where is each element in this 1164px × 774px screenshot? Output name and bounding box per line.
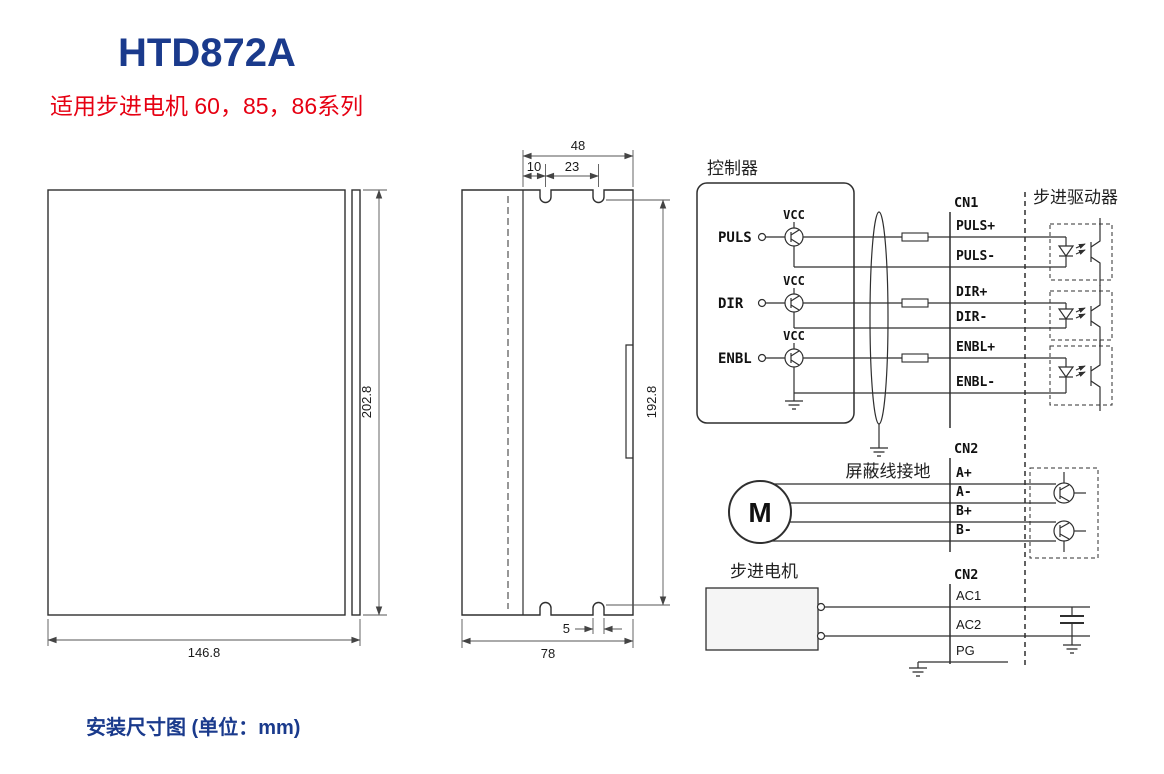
- cn1-signal-puls-plus: PULS+: [956, 219, 995, 234]
- stepper-motor-label: 步进电机: [730, 562, 798, 581]
- dir-transistor-icon: [784, 293, 804, 313]
- front-view-body: [47, 189, 346, 616]
- cn2-signal-ac2: AC2: [956, 617, 981, 632]
- page-title: HTD872A: [118, 31, 296, 75]
- cn2-signal-pg: PG: [956, 643, 975, 658]
- front-view: 202.8 146.8: [47, 189, 387, 660]
- controller-channel-enbl: ENBL VCC: [718, 329, 950, 410]
- enbl-resistor-icon: [901, 353, 929, 363]
- side-view-outline: [461, 189, 634, 616]
- front-width-dim-label: 146.8: [188, 645, 221, 660]
- page-subtitle: 适用步进电机 60，85，86系列: [50, 93, 363, 119]
- cn2-signal-b-minus: B-: [956, 523, 972, 538]
- puls-transistor-icon: [784, 227, 804, 247]
- cn2-signal-ac1: AC1: [956, 588, 981, 603]
- optocoupler-puls: [1049, 218, 1113, 286]
- side-slot-width-dim-label: 5: [563, 621, 570, 636]
- side-slot-pitch-dim-label: 23: [565, 159, 579, 174]
- dir-resistor-icon: [901, 298, 929, 308]
- puls-label: PULS: [718, 230, 752, 246]
- cn1-block: CN1 PULS+ PULS- DIR+ DIR- ENBL+ ENBL-: [949, 195, 1066, 428]
- controller-ground-icon: [784, 400, 804, 410]
- phase-transistor-a-icon: [1053, 482, 1075, 504]
- dir-label: DIR: [718, 296, 744, 312]
- shield-ground-label: 屏蔽线接地: [846, 462, 931, 481]
- dir-terminal: [757, 298, 767, 308]
- front-height-dim-label: 202.8: [359, 386, 374, 419]
- wiring-diagram: 控制器 PULS VCC DIR VCC: [696, 159, 1118, 677]
- pg-ground-icon: [908, 667, 928, 677]
- cn1-label: CN1: [954, 195, 978, 211]
- controller-channel-puls: PULS VCC: [718, 208, 950, 268]
- shield-ground-icon: [869, 447, 889, 457]
- phase-driver-block: [1029, 467, 1099, 559]
- side-view-dimension-lines: [461, 150, 670, 648]
- side-offset-dim-label: 10: [527, 159, 541, 174]
- drawing-caption: 安装尺寸图 (单位：mm): [86, 715, 300, 739]
- power-supply-box: [705, 587, 819, 651]
- cn1-signal-enbl-minus: ENBL-: [956, 375, 995, 390]
- driver-label: 步进驱动器: [1033, 188, 1118, 207]
- cn2-power-label: CN2: [954, 567, 978, 583]
- enbl-terminal: [757, 353, 767, 363]
- cn2-signal-b-plus: B+: [956, 504, 972, 519]
- shield-cable: [869, 211, 889, 457]
- front-view-flange: [351, 189, 361, 616]
- optocoupler-dir: [1049, 285, 1113, 346]
- phase-transistor-b-icon: [1053, 520, 1075, 542]
- side-height-dim-label: 192.8: [644, 386, 659, 419]
- front-view-dimension-lines: [47, 189, 387, 646]
- side-width-dim-label: 78: [541, 646, 555, 661]
- side-top-width-dim-label: 48: [571, 138, 585, 153]
- cn1-signal-enbl-plus: ENBL+: [956, 340, 995, 355]
- motor-circle: [728, 480, 792, 544]
- dir-vcc-label: VCC: [783, 274, 805, 288]
- motor-block: 屏蔽线接地 M: [728, 462, 950, 544]
- power-block: 步进电机 CN2 AC1 AC2 PG: [705, 562, 1090, 677]
- motor-symbol: M: [748, 497, 771, 528]
- controller-channel-dir: DIR VCC: [718, 274, 950, 329]
- puls-vcc-label: VCC: [783, 208, 805, 222]
- cn2-motor-block: CN2 A+ A- B+ B-: [949, 441, 1056, 552]
- power-terminal-1: [816, 602, 826, 612]
- side-view: 48 10 23 192.8 5 78: [461, 138, 670, 661]
- cn2-signal-a-minus: A-: [956, 485, 972, 500]
- cn1-signal-dir-minus: DIR-: [956, 310, 987, 325]
- power-terminal-2: [816, 631, 826, 641]
- cn2-motor-label: CN2: [954, 441, 978, 457]
- cn1-signal-dir-plus: DIR+: [956, 285, 987, 300]
- enbl-transistor-icon: [784, 348, 804, 368]
- cn2-signal-a-plus: A+: [956, 466, 972, 481]
- puls-terminal: [757, 232, 767, 242]
- filter-ground-icon: [1062, 644, 1082, 654]
- cn1-signal-puls-minus: PULS-: [956, 249, 995, 264]
- optocoupler-enbl: [1049, 340, 1113, 411]
- controller-label: 控制器: [707, 159, 758, 178]
- enbl-vcc-label: VCC: [783, 329, 805, 343]
- enbl-label: ENBL: [718, 351, 752, 367]
- side-view-step: [625, 344, 633, 459]
- puls-resistor-icon: [901, 232, 929, 242]
- shield-ellipse: [869, 211, 889, 425]
